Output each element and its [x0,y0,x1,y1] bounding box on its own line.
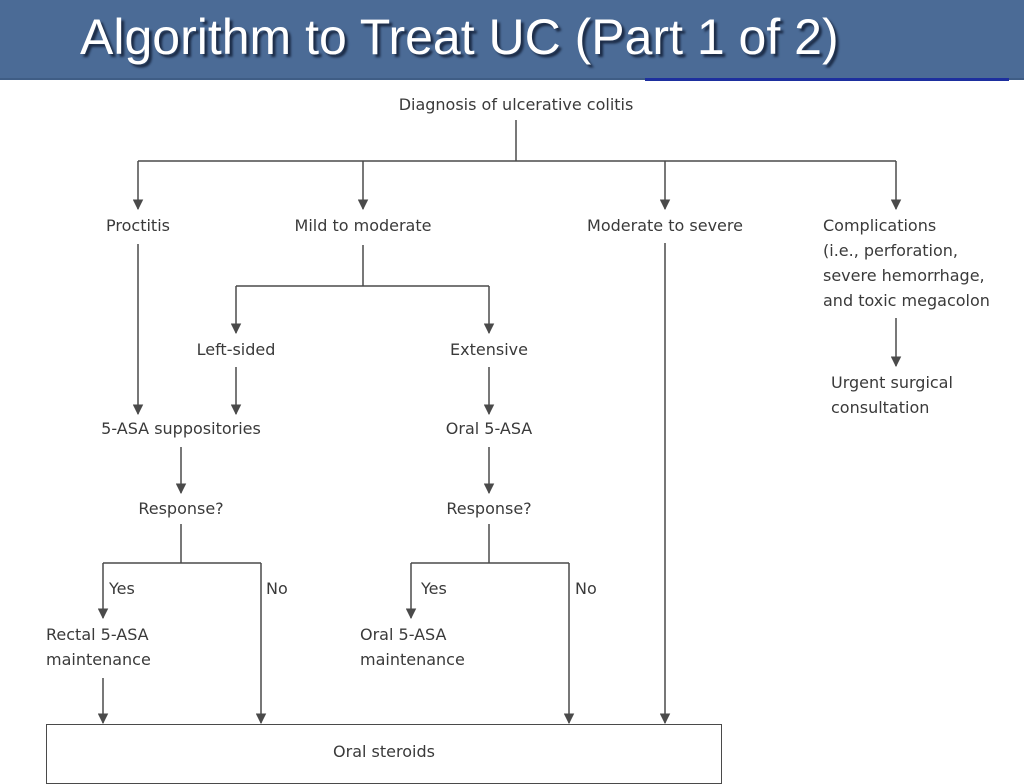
node-oral-5asa-maintenance: Oral 5-ASA maintenance [360,622,465,672]
rectal-maint-line-2: maintenance [46,650,151,669]
complications-line-1: Complications [823,216,937,235]
label-yes-left: Yes [109,579,135,598]
title-accent-line [645,78,1009,81]
node-rectal-5asa-maintenance: Rectal 5-ASA maintenance [46,622,151,672]
label-no-right: No [575,579,597,598]
node-urgent-surgical-consultation: Urgent surgical consultation [831,370,953,420]
title-bar [0,0,1024,80]
label-yes-right: Yes [421,579,447,598]
rectal-maint-line-1: Rectal 5-ASA [46,625,149,644]
surgical-line-2: consultation [831,398,930,417]
complications-line-4: and toxic megacolon [823,291,990,310]
node-diagnosis: Diagnosis of ulcerative colitis [398,95,634,114]
node-left-sided: Left-sided [196,340,276,359]
complications-line-3: severe hemorrhage, [823,266,985,285]
label-no-left: No [266,579,288,598]
slide-title: Algorithm to Treat UC (Part 1 of 2) [80,9,839,65]
node-response-right: Response? [446,499,532,518]
oral-steroids-label: Oral steroids [333,742,435,761]
node-oral-5asa: Oral 5-ASA [445,419,533,438]
node-response-left: Response? [138,499,224,518]
node-oral-steroids-box: Oral steroids [46,724,722,784]
complications-line-2: (i.e., perforation, [823,241,958,260]
node-proctitis: Proctitis [106,216,170,235]
oral-maint-line-2: maintenance [360,650,465,669]
node-mild-to-moderate: Mild to moderate [294,216,432,235]
node-complications: Complications (i.e., perforation, severe… [823,213,990,313]
flowchart-connectors [97,120,902,725]
surgical-line-1: Urgent surgical [831,373,953,392]
node-extensive: Extensive [450,340,528,359]
oral-maint-line-1: Oral 5-ASA [360,625,447,644]
node-5asa-suppositories: 5-ASA suppositories [101,419,261,438]
node-moderate-to-severe: Moderate to severe [587,216,743,235]
